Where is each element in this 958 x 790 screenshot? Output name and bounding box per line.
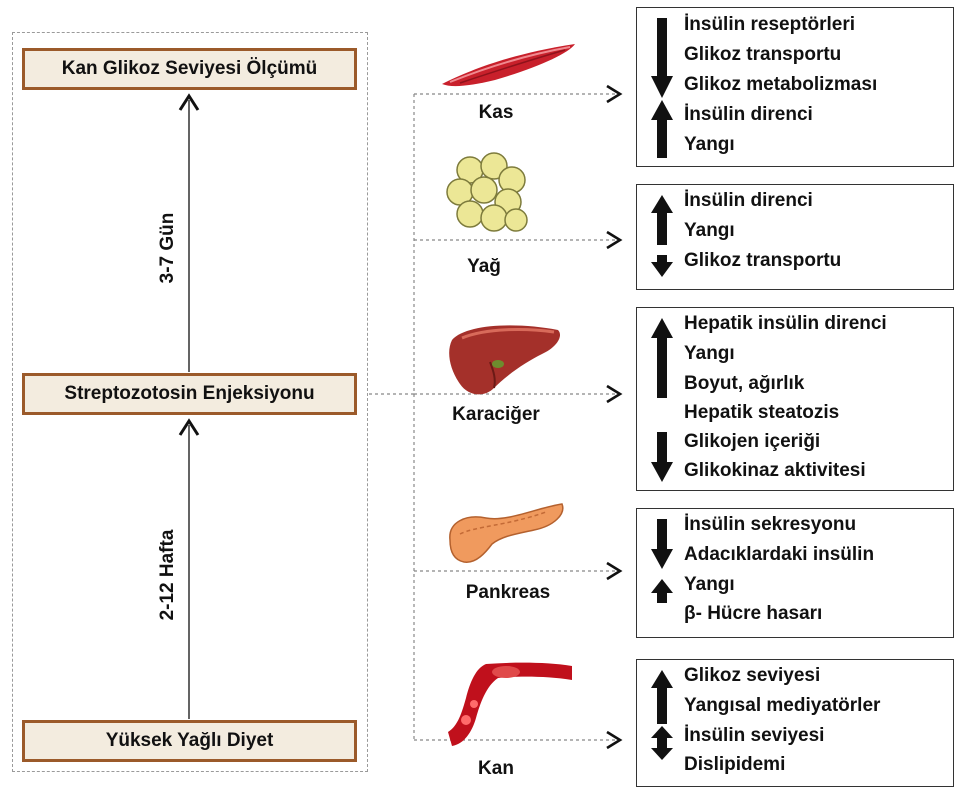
effect-line: Adacıklardaki insülin [684, 544, 874, 566]
effect-line: İnsülin sekresyonu [684, 514, 856, 536]
effect-line: Yangı [684, 574, 735, 596]
effect-line: Yangı [684, 220, 735, 242]
lower-duration-label: 2-12 Hafta [157, 515, 181, 635]
organ-name-kas: Kas [426, 102, 566, 124]
effect-line: Hepatik insülin direnci [684, 313, 887, 335]
blood-vessel-icon [446, 660, 576, 750]
effect-line: İnsülin seviyesi [684, 725, 824, 747]
effect-box-karaciger: Hepatik insülin direnci Yangı Boyut, ağı… [636, 307, 954, 491]
effect-box-pankreas: İnsülin sekresyonu Adacıklardaki insülin… [636, 508, 954, 638]
effect-line: Glikojen içeriği [684, 431, 820, 453]
arrow-up-icon [651, 195, 673, 245]
organ-name-karaciger: Karaciğer [426, 404, 566, 426]
muscle-icon [440, 40, 580, 90]
effect-line: Boyut, ağırlık [684, 373, 804, 395]
organ-name-kan: Kan [426, 758, 566, 780]
arrow-updown-icon [651, 726, 673, 760]
effect-line: Dislipidemi [684, 754, 785, 776]
effect-box-kan: Glikoz seviyesi Yangısal mediyatörler İn… [636, 659, 954, 787]
effect-box-kas: İnsülin reseptörleri Glikoz transportu G… [636, 7, 954, 167]
arrow-down-icon [651, 18, 673, 98]
arrow-up-icon [651, 318, 673, 398]
liver-icon [446, 318, 566, 398]
pancreas-icon [446, 500, 566, 566]
upper-duration-label: 3-7 Gün [157, 188, 181, 308]
arrow-down-icon [651, 519, 673, 569]
effect-line: Yangı [684, 343, 735, 365]
effect-line: Glikoz transportu [684, 250, 841, 272]
effect-line: İnsülin direnci [684, 190, 813, 212]
arrow-up-icon [651, 100, 673, 158]
effect-line: Glikoz transportu [684, 44, 841, 66]
effect-line: β- Hücre hasarı [684, 603, 822, 625]
effect-line: Glikokinaz aktivitesi [684, 460, 866, 482]
arrow-up-icon [651, 670, 673, 724]
fat-cells-icon [446, 152, 532, 236]
effect-line: Glikoz metabolizması [684, 74, 877, 96]
arrow-down-icon [651, 255, 673, 277]
effect-line: İnsülin direnci [684, 104, 813, 126]
effect-line: İnsülin reseptörleri [684, 14, 855, 36]
effect-line: Yangı [684, 134, 735, 156]
effect-line: Yangısal mediyatörler [684, 695, 880, 717]
organ-name-yag: Yağ [414, 256, 554, 278]
arrow-up-icon [651, 579, 673, 603]
arrow-down-icon [651, 432, 673, 482]
organ-name-pankreas: Pankreas [438, 582, 578, 604]
effect-box-yag: İnsülin direnci Yangı Glikoz transportu [636, 184, 954, 290]
effect-line: Glikoz seviyesi [684, 665, 820, 687]
effect-line: Hepatik steatozis [684, 402, 839, 424]
